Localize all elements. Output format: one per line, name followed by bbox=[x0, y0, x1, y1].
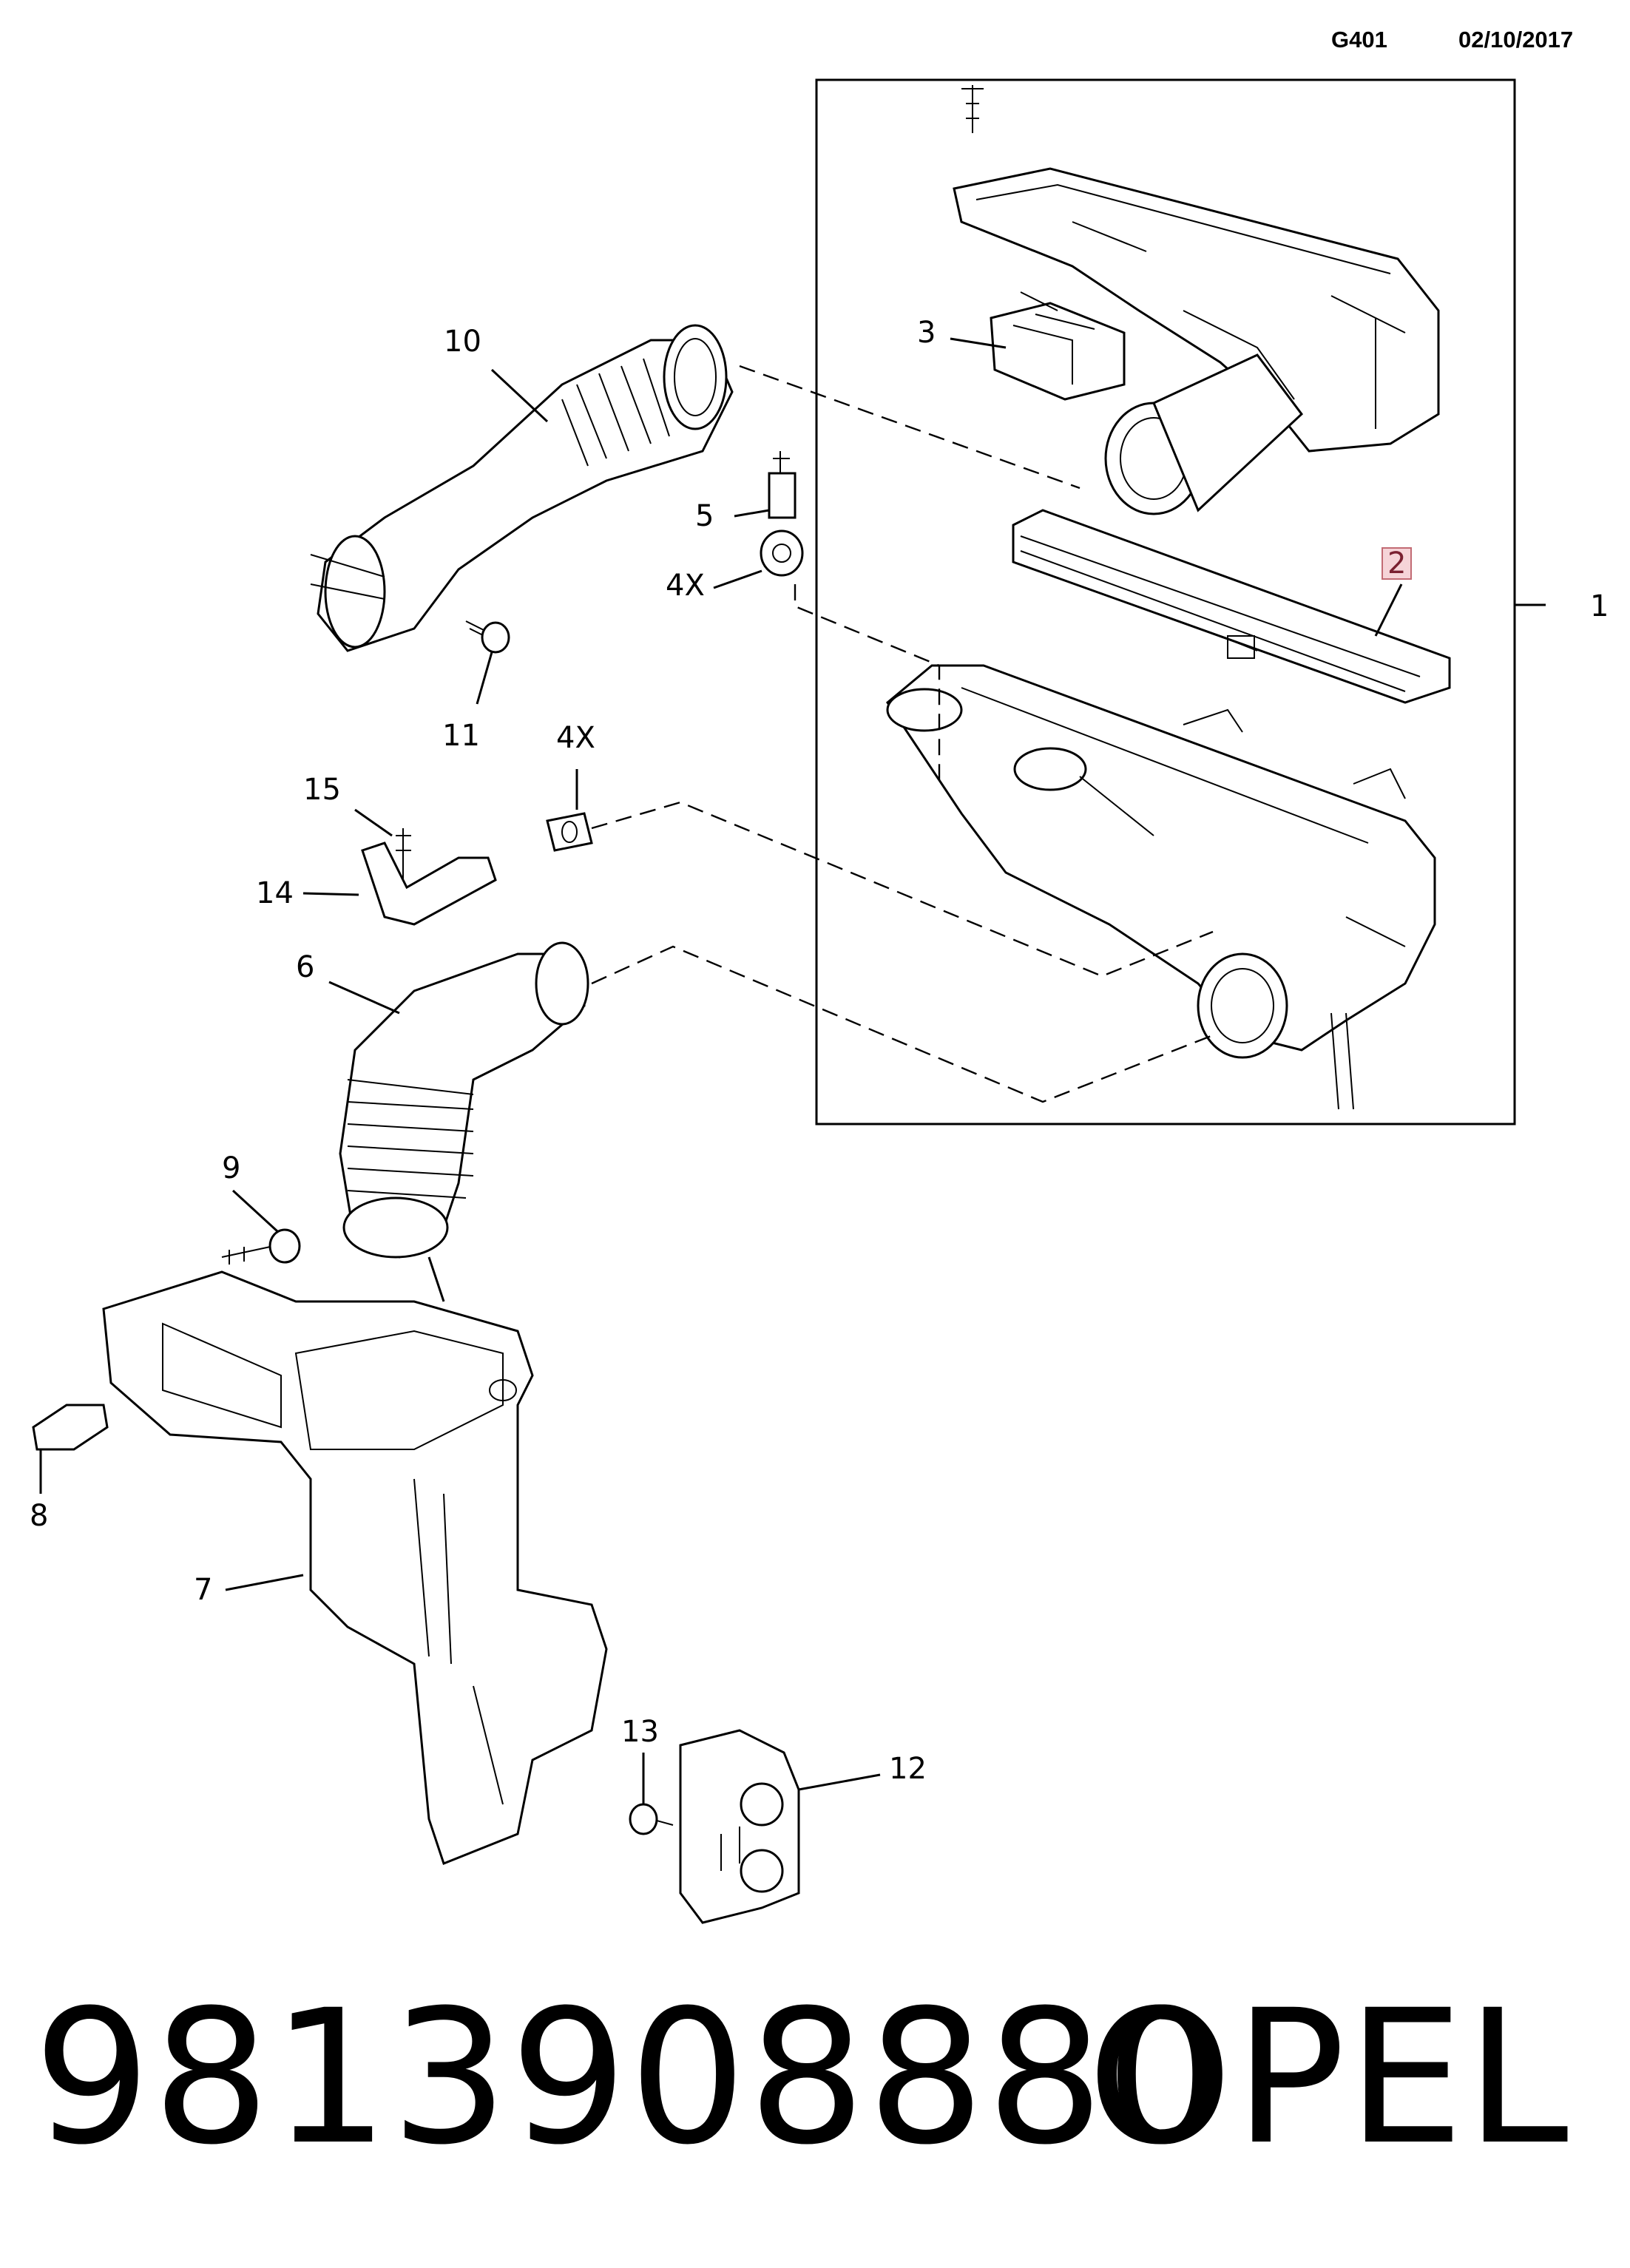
leader-7-to-hose bbox=[427, 1256, 445, 1302]
bracket-14 bbox=[361, 812, 593, 926]
part-number: 9813908880 bbox=[33, 1970, 1225, 2185]
sensor-part-3 bbox=[990, 291, 1126, 401]
callout-3: 3 bbox=[917, 316, 936, 350]
callout-4x-lower: 4X bbox=[556, 721, 595, 755]
leader-9 bbox=[231, 1189, 279, 1233]
diagram-date: 02/10/2017 bbox=[1458, 27, 1574, 53]
dashed-line-hose10 bbox=[739, 365, 1081, 490]
illustration-code: G401 bbox=[1331, 27, 1387, 53]
dashed-line-grommet bbox=[794, 584, 941, 784]
callout-12: 12 bbox=[889, 1752, 927, 1786]
intake-duct-7 bbox=[102, 1270, 608, 1865]
assembly-frame bbox=[815, 78, 1516, 1125]
leader-2 bbox=[1374, 583, 1403, 637]
bracket-12 bbox=[679, 1729, 800, 1924]
screw-13 bbox=[629, 1803, 674, 1835]
callout-7: 7 bbox=[194, 1573, 213, 1607]
leader-10 bbox=[490, 368, 549, 423]
intake-hose-6 bbox=[339, 941, 589, 1259]
air-cleaner-cover bbox=[953, 85, 1440, 515]
callout-9: 9 bbox=[222, 1151, 241, 1185]
dashed-line-hose6 bbox=[591, 945, 1214, 1103]
callout-6: 6 bbox=[296, 950, 315, 984]
exploded-parts-diagram bbox=[32, 78, 1546, 1924]
callout-2-highlighted: 2 bbox=[1382, 547, 1413, 580]
callout-10: 10 bbox=[444, 325, 481, 359]
callout-14: 14 bbox=[256, 876, 294, 910]
leader-11 bbox=[476, 651, 493, 705]
callout-5: 5 bbox=[695, 499, 714, 533]
leader-4x-upper bbox=[713, 569, 762, 589]
callout-8: 8 bbox=[30, 1499, 49, 1533]
leader-7 bbox=[225, 1574, 304, 1591]
screw-11 bbox=[465, 620, 510, 654]
leader-15 bbox=[354, 808, 393, 837]
callout-1: 1 bbox=[1590, 589, 1609, 623]
clip-8 bbox=[32, 1404, 109, 1451]
leader-12 bbox=[798, 1773, 881, 1791]
screw-9 bbox=[221, 1228, 301, 1265]
brand-name: OPEL bbox=[1087, 1970, 1570, 2185]
callout-13: 13 bbox=[621, 1715, 659, 1749]
filter-element bbox=[1012, 509, 1451, 704]
leader-6 bbox=[328, 981, 400, 1015]
callout-4x-upper: 4X bbox=[666, 569, 705, 603]
callout-15: 15 bbox=[303, 773, 341, 807]
dashed-line-bracket bbox=[591, 801, 1214, 978]
callout-11: 11 bbox=[442, 719, 480, 753]
bolt-and-grommet-upper bbox=[760, 451, 804, 577]
leader-5 bbox=[734, 509, 770, 518]
leader-14 bbox=[302, 892, 359, 896]
air-cleaner-housing bbox=[886, 664, 1436, 1110]
intake-hose-10 bbox=[310, 324, 734, 652]
leader-3 bbox=[950, 337, 1007, 349]
